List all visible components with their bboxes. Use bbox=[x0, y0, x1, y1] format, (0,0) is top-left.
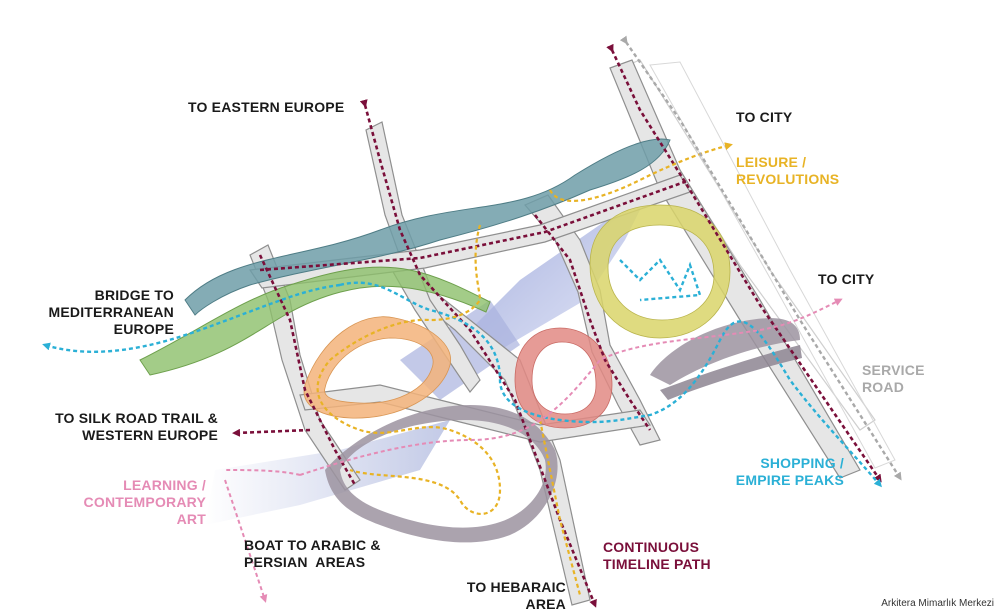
label-bridge-mediterranean: BRIDGE TO MEDITERRANEAN EUROPE bbox=[48, 287, 174, 337]
service-road-path bbox=[619, 35, 902, 481]
image-credit: Arkitera Mimarlık Merkezi bbox=[875, 595, 1000, 613]
label-service-road: SERVICE ROAD bbox=[862, 362, 925, 395]
label-learning-contemporary-art: LEARNING / CONTEMPORARY ART bbox=[83, 477, 206, 527]
label-to-hebaraic-area: TO HEBARAIC AREA bbox=[466, 579, 566, 612]
label-leisure-revolutions: LEISURE / REVOLUTIONS bbox=[736, 154, 840, 187]
label-silk-road: TO SILK ROAD TRAIL & WESTERN EUROPE bbox=[55, 410, 218, 443]
label-shopping-empire-peaks: SHOPPING / EMPIRE PEAKS bbox=[735, 455, 844, 488]
label-to-city-top: TO CITY bbox=[736, 109, 793, 125]
label-boat-arabic-persian: BOAT TO ARABIC & PERSIAN AREAS bbox=[244, 537, 381, 570]
learning-path bbox=[224, 298, 843, 603]
label-continuous-timeline-path: CONTINUOUS TIMELINE PATH bbox=[603, 539, 711, 572]
label-to-eastern-europe: TO EASTERN EUROPE bbox=[188, 99, 345, 115]
yellow-ring bbox=[589, 204, 731, 339]
label-to-city-right: TO CITY bbox=[818, 271, 875, 287]
